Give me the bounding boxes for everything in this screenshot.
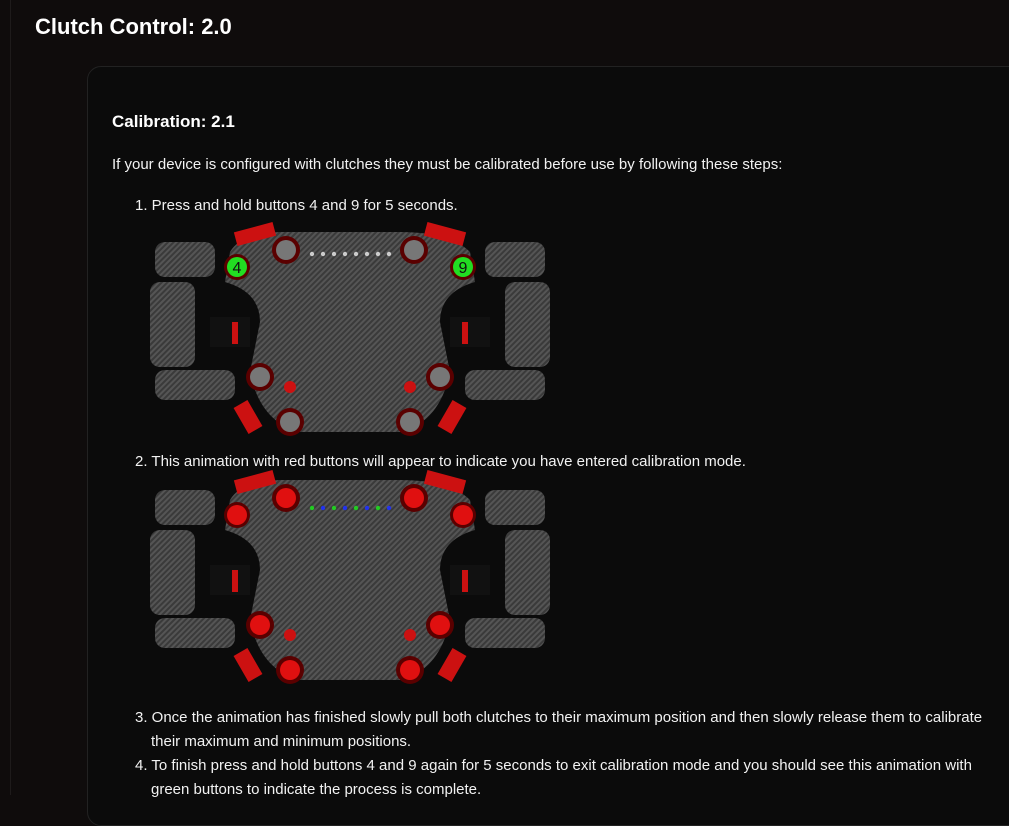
button-label: 4 (233, 260, 242, 277)
right-grip-bottom (465, 618, 545, 648)
left-grip (150, 530, 195, 615)
wheel-body (225, 232, 475, 432)
led (386, 251, 392, 257)
button (400, 412, 420, 432)
left-grip-top (155, 242, 215, 277)
step-3: 3. Once the animation has finished slowl… (135, 709, 983, 750)
section-title: Calibration: 2.1 (112, 112, 235, 131)
led (386, 505, 392, 511)
left-rotary (233, 470, 277, 494)
highlight-button (453, 257, 473, 277)
small-red-button (404, 381, 416, 393)
button (430, 367, 450, 387)
right-clutch-mount (450, 317, 490, 347)
left-clutch-mount (210, 317, 250, 347)
right-bottom-rotary (437, 648, 467, 682)
right-rotary (423, 470, 467, 494)
sidebar-divider (10, 0, 11, 795)
button (400, 660, 420, 680)
content-card (87, 66, 1009, 826)
right-rotary (423, 222, 467, 246)
left-clutch-mount (210, 565, 250, 595)
step-2: 2. This animation with red buttons will … (135, 453, 746, 470)
button (250, 367, 270, 387)
button (280, 412, 300, 432)
led (353, 251, 359, 257)
right-grip-bottom (465, 370, 545, 400)
wheel-body (225, 480, 475, 680)
led (375, 505, 381, 511)
led (364, 505, 370, 511)
led (364, 251, 370, 257)
button (404, 488, 424, 508)
left-grip (150, 282, 195, 367)
led (320, 505, 326, 511)
led (353, 505, 359, 511)
right-bottom-rotary (437, 400, 467, 434)
right-grip-top (485, 242, 545, 277)
step-1: 1. Press and hold buttons 4 and 9 for 5 … (135, 197, 458, 214)
left-rotary (233, 222, 277, 246)
small-red-button (284, 629, 296, 641)
right-grip (505, 282, 550, 367)
led (331, 505, 337, 511)
highlight-button (227, 257, 247, 277)
wheel-image-step-2 (150, 470, 550, 684)
page-title: Clutch Control: 2.0 (35, 14, 232, 39)
left-grip-top (155, 490, 215, 525)
led (375, 251, 381, 257)
right-clutch (462, 570, 468, 592)
button-label: 9 (459, 260, 468, 277)
intro-text: If your device is configured with clutch… (112, 156, 783, 173)
left-bottom-rotary (233, 400, 263, 434)
button (250, 615, 270, 635)
left-clutch (232, 322, 238, 344)
led (331, 251, 337, 257)
led (320, 251, 326, 257)
left-clutch (232, 570, 238, 592)
right-grip-top (485, 490, 545, 525)
small-red-button (284, 381, 296, 393)
led (309, 505, 315, 511)
led (342, 505, 348, 511)
highlight-button (227, 505, 247, 525)
led (309, 251, 315, 257)
left-grip-bottom (155, 370, 235, 400)
right-clutch-mount (450, 565, 490, 595)
button (276, 240, 296, 260)
button (280, 660, 300, 680)
right-grip (505, 530, 550, 615)
step-4: 4. To finish press and hold buttons 4 an… (135, 757, 972, 798)
led (342, 251, 348, 257)
button (404, 240, 424, 260)
button (430, 615, 450, 635)
button (276, 488, 296, 508)
left-bottom-rotary (233, 648, 263, 682)
left-grip-bottom (155, 618, 235, 648)
right-clutch (462, 322, 468, 344)
highlight-button (453, 505, 473, 525)
small-red-button (404, 629, 416, 641)
